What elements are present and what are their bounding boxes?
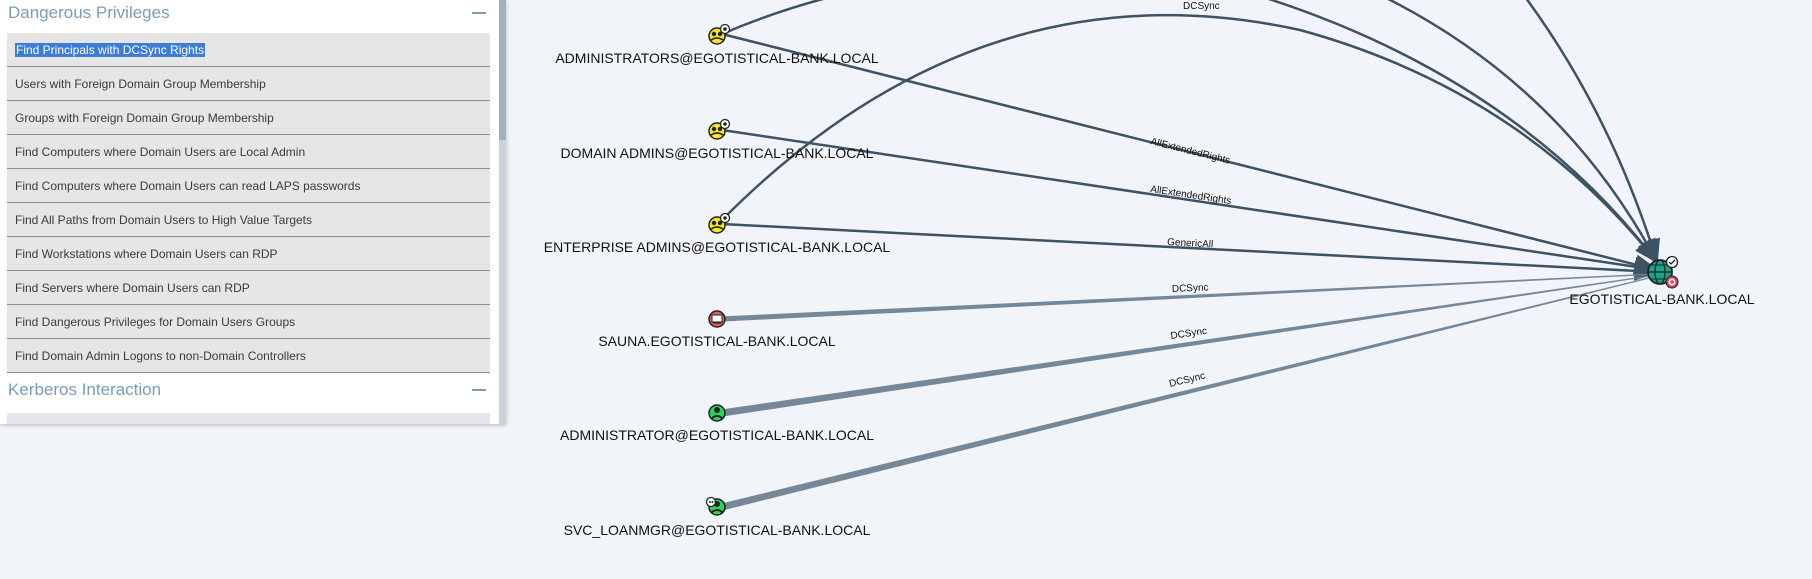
query-item-label: Find Computers where Domain Users can re… bbox=[15, 178, 361, 193]
edge-enterprise-admins-domain[interactable] bbox=[721, 222, 1660, 281]
queries-panel: Dangerous Privileges Find Principals wit… bbox=[0, 0, 506, 424]
edge-domain-admins-domain[interactable] bbox=[721, 128, 1660, 277]
collapse-icon[interactable] bbox=[472, 12, 486, 14]
edge-label-administrator: DCSync bbox=[1170, 326, 1208, 342]
edge-curve-offscreen-4[interactable] bbox=[1240, 0, 1659, 264]
query-item-admin-logons[interactable]: Find Domain Admin Logons to non-Domain C… bbox=[7, 339, 490, 373]
query-list: Find Principals with DCSync Rights Users… bbox=[7, 33, 490, 373]
panel-scrollbar[interactable] bbox=[499, 0, 506, 424]
query-item-servers-rdp[interactable]: Find Servers where Domain Users can RDP bbox=[7, 271, 490, 305]
section-title-dangerous-privileges: Dangerous Privileges bbox=[8, 3, 170, 22]
node-domain[interactable] bbox=[1647, 255, 1679, 289]
query-item-label: Find Principals with DCSync Rights bbox=[15, 42, 206, 57]
node-svc-loanmgr[interactable] bbox=[705, 496, 726, 516]
node-domain-admins[interactable] bbox=[708, 118, 731, 140]
edge-label-administrators: AllExtendedRights bbox=[1149, 136, 1231, 166]
edge-administrators-domain[interactable] bbox=[721, 32, 1660, 275]
section-header-dangerous-privileges[interactable]: Dangerous Privileges bbox=[0, 0, 506, 26]
node-label-administrator: ADMINISTRATOR@EGOTISTICAL-BANK.LOCAL bbox=[560, 427, 874, 443]
edge-enterprise-admins-dcsync[interactable] bbox=[721, 14, 1659, 264]
collapse-icon[interactable] bbox=[472, 389, 486, 391]
query-item-workstations-rdp[interactable]: Find Workstations where Domain Users can… bbox=[7, 237, 490, 271]
node-label-domain: EGOTISTICAL-BANK.LOCAL bbox=[1569, 291, 1754, 307]
section-header-kerberos[interactable]: Kerberos Interaction bbox=[0, 377, 506, 403]
query-item-dcsync[interactable]: Find Principals with DCSync Rights bbox=[7, 33, 490, 67]
query-item-partial[interactable] bbox=[7, 413, 490, 424]
node-label-svc-loanmgr: SVC_LOANMGR@EGOTISTICAL-BANK.LOCAL bbox=[564, 522, 871, 538]
edge-label-enterprise-admins: GenericAll bbox=[1167, 237, 1214, 250]
query-item-label: Find Computers where Domain Users are Lo… bbox=[15, 144, 306, 159]
section-title-kerberos: Kerberos Interaction bbox=[8, 380, 162, 399]
node-administrators[interactable] bbox=[708, 23, 731, 45]
query-item-label: Find Workstations where Domain Users can… bbox=[15, 246, 278, 261]
query-item-label: Find Servers where Domain Users can RDP bbox=[15, 280, 250, 295]
query-item-label: Find All Paths from Domain Users to High… bbox=[15, 212, 313, 227]
query-item-high-value-paths[interactable]: Find All Paths from Domain Users to High… bbox=[7, 203, 490, 237]
query-item-label: Find Domain Admin Logons to non-Domain C… bbox=[15, 348, 306, 363]
edge-label-domain-admins: AllExtendedRights bbox=[1150, 184, 1232, 207]
query-item-local-admin[interactable]: Find Computers where Domain Users are Lo… bbox=[7, 135, 490, 169]
query-item-label: Groups with Foreign Domain Group Members… bbox=[15, 110, 274, 125]
query-item-label: Users with Foreign Domain Group Membersh… bbox=[15, 76, 266, 91]
node-sauna[interactable] bbox=[708, 310, 726, 328]
node-label-enterprise-admins: ENTERPRISE ADMINS@EGOTISTICAL-BANK.LOCAL bbox=[544, 239, 891, 255]
edge-label-sauna: DCSync bbox=[1172, 282, 1209, 295]
node-administrator[interactable] bbox=[708, 404, 726, 422]
query-item-laps[interactable]: Find Computers where Domain Users can re… bbox=[7, 169, 490, 203]
edge-label-dcsync-arc: DCSync bbox=[1183, 1, 1220, 12]
edge-sauna-domain[interactable] bbox=[721, 273, 1658, 322]
query-item-label: Find Dangerous Privileges for Domain Use… bbox=[15, 314, 296, 329]
node-label-sauna: SAUNA.EGOTISTICAL-BANK.LOCAL bbox=[598, 333, 835, 349]
query-item-foreign-groups[interactable]: Groups with Foreign Domain Group Members… bbox=[7, 101, 490, 135]
edge-curve-offscreen-1[interactable] bbox=[721, 0, 860, 36]
node-enterprise-admins[interactable] bbox=[708, 212, 731, 234]
node-label-domain-admins: DOMAIN ADMINS@EGOTISTICAL-BANK.LOCAL bbox=[561, 145, 874, 161]
edge-curve-offscreen-2[interactable] bbox=[1370, 0, 1659, 265]
query-item-dangerous-privileges[interactable]: Find Dangerous Privileges for Domain Use… bbox=[7, 305, 490, 339]
scrollbar-thumb[interactable] bbox=[499, 0, 506, 140]
node-label-administrators: ADMINISTRATORS@EGOTISTICAL-BANK.LOCAL bbox=[555, 50, 879, 66]
query-item-foreign-users[interactable]: Users with Foreign Domain Group Membersh… bbox=[7, 67, 490, 101]
edge-curve-offscreen-3[interactable] bbox=[1520, 0, 1660, 265]
